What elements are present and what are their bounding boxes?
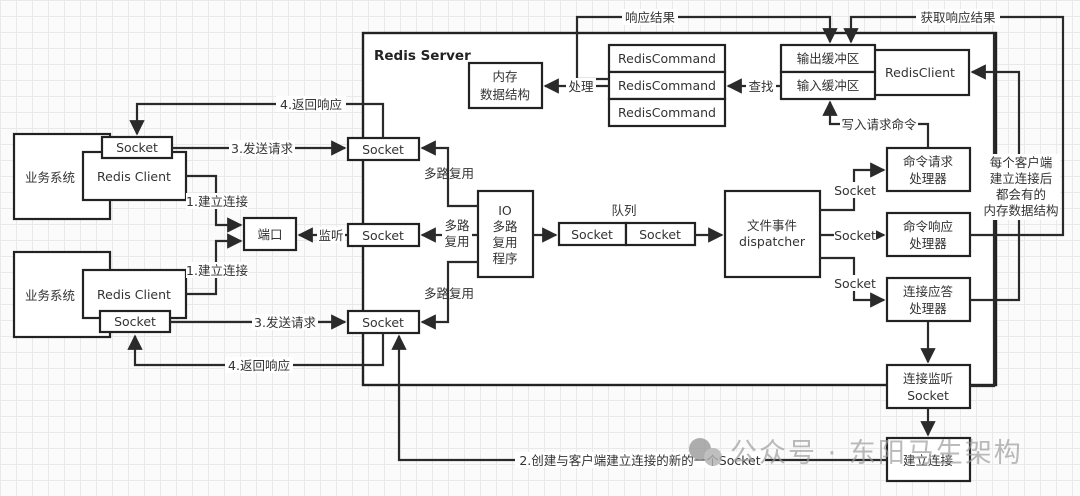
- edge-get-response-result: [843, 15, 1065, 237]
- listening-socket-line-2: Socket: [907, 388, 949, 403]
- label-mux-middle-1: 多路: [444, 218, 470, 233]
- request-handler-line-2: 处理器: [909, 171, 947, 186]
- client-group-1: 业务系统 Redis Client Socket: [12, 132, 188, 221]
- io-multiplexer-box[interactable]: [476, 189, 535, 279]
- memory-line-1: 内存: [492, 69, 517, 84]
- note-line-4: 内存数据结构: [983, 203, 1058, 218]
- watermark-text: 公众号 · 东阳马生架构: [730, 438, 1023, 469]
- edge-listen-socket-up: [970, 34, 996, 388]
- label-socket-response: Socket: [834, 228, 876, 243]
- label-connect-bottom: 1.建立连接: [186, 263, 248, 278]
- redis-client-label: Redis Client: [97, 287, 171, 302]
- label-write-command: 写入请求命令: [841, 117, 917, 132]
- command-request-handler-box[interactable]: [885, 146, 972, 193]
- dispatcher-line-2: dispatcher: [739, 234, 806, 249]
- server-socket-bottom-label: Socket: [362, 315, 404, 330]
- response-handler-line-2: 处理器: [909, 236, 947, 251]
- redis-client-struct-box[interactable]: [871, 48, 971, 97]
- redis-server-title: Redis Server: [374, 48, 471, 64]
- label-process: 处理: [568, 79, 594, 94]
- edge-return-response-top: [129, 102, 385, 138]
- accept-handler-line-2: 处理器: [909, 301, 947, 316]
- response-handler-line-1: 命令响应: [903, 219, 953, 234]
- label-mux-top: 多路复用: [424, 166, 474, 181]
- listening-socket-line-1: 连接监听: [903, 371, 953, 386]
- label-socket-accept: Socket: [834, 276, 876, 291]
- input-buffer-label: 输入缓冲区: [797, 78, 860, 93]
- command-response-handler-box[interactable]: [885, 211, 972, 258]
- queue-socket-2-label: Socket: [639, 227, 681, 242]
- label-get-response-result: 获取响应结果: [920, 10, 996, 25]
- label-send-request-bottom: 3.发送请求: [254, 315, 316, 330]
- note-line-1: 每个客户端: [990, 155, 1053, 170]
- accept-handler-line-1: 连接应答: [903, 284, 954, 299]
- label-return-response-bottom: 4.返回响应: [228, 358, 290, 373]
- client-socket-label: Socket: [114, 314, 156, 329]
- establish-connection-box[interactable]: [885, 436, 972, 483]
- redis-command-box-3[interactable]: [607, 97, 727, 128]
- label-mux-bottom: 多路复用: [424, 286, 474, 301]
- label-send-request-top: 3.发送请求: [231, 141, 293, 156]
- server-socket-top-label: Socket: [362, 142, 404, 157]
- queue-socket-1-label: Socket: [571, 227, 613, 242]
- io-mux-line-1: IO: [498, 203, 512, 218]
- output-buffer-label: 输出缓冲区: [797, 51, 860, 66]
- redis-client-struct-label: RedisClient: [885, 65, 955, 80]
- port-label: 端口: [257, 227, 282, 242]
- redis-command-label-2: RedisCommand: [618, 78, 716, 93]
- edge-mux-top: [420, 140, 478, 208]
- redis-client-label: Redis Client: [97, 169, 171, 184]
- label-response-result: 响应结果: [625, 10, 676, 25]
- label-create-socket: 2.创建与客户端建立连接的新的一个Socket: [519, 453, 760, 468]
- edge-mux-bottom: [420, 260, 478, 330]
- business-system-label: 业务系统: [25, 288, 75, 303]
- dispatcher-line-1: 文件事件: [747, 218, 797, 233]
- label-return-response-top: 4.返回响应: [280, 97, 342, 112]
- redis-command-label-3: RedisCommand: [618, 105, 716, 120]
- label-mux-middle-2: 复用: [444, 234, 469, 249]
- io-mux-line-2: 多路: [492, 219, 518, 234]
- io-mux-line-4: 程序: [492, 251, 517, 266]
- connection-accept-handler-box[interactable]: [885, 276, 972, 323]
- edge-labels: 4.返回响应 3.发送请求 1.建立连接 1.建立连接 监听 3.发送请求 4.…: [186, 9, 1060, 468]
- queue-label: 队列: [611, 203, 636, 218]
- client-socket-label: Socket: [116, 140, 158, 155]
- note-line-2: 建立连接后: [990, 171, 1053, 186]
- memory-line-2: 数据结构: [480, 87, 530, 102]
- file-event-dispatcher-box[interactable]: [723, 189, 822, 279]
- port-box[interactable]: [242, 216, 298, 252]
- listening-socket-box[interactable]: [885, 363, 972, 410]
- label-listen: 监听: [318, 228, 343, 243]
- client-group-2: 业务系统 Redis Client Socket: [12, 250, 188, 339]
- label-socket-request: Socket: [834, 183, 876, 198]
- output-buffer-box[interactable]: [779, 43, 877, 74]
- business-system-label: 业务系统: [25, 170, 75, 185]
- redis-command-label-1: RedisCommand: [618, 51, 716, 66]
- server-socket-listen-label: Socket: [362, 228, 404, 243]
- label-lookup: 查找: [748, 79, 774, 94]
- watermark: 公众号 · 东阳马生架构: [689, 438, 1023, 469]
- io-mux-line-3: 复用: [492, 235, 517, 250]
- note-line-3: 都会有的: [996, 187, 1046, 202]
- label-connect-top: 1.建立连接: [186, 194, 248, 209]
- request-handler-line-1: 命令请求: [903, 154, 954, 169]
- memory-data-structure-box[interactable]: [467, 61, 544, 110]
- establish-connection-label: 建立连接: [903, 453, 954, 468]
